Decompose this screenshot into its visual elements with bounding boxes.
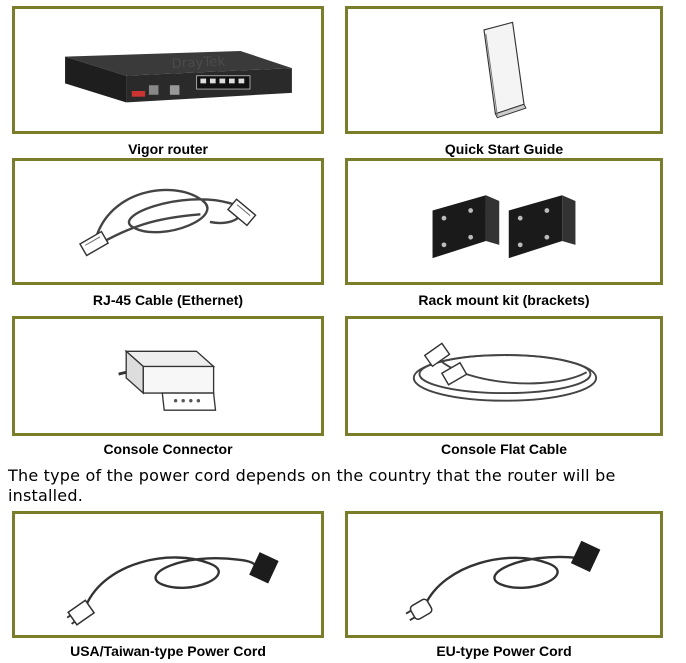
item-label: EU-type Power Cord <box>436 643 572 659</box>
quick-start-guide-panel <box>345 6 663 134</box>
eu-power-cord-panel <box>345 511 663 638</box>
console-connector-panel <box>12 316 324 436</box>
rj45-cable-panel <box>12 158 324 285</box>
item-label: USA/Taiwan-type Power Cord <box>70 643 266 659</box>
usa-power-cord-panel <box>12 511 324 638</box>
item-label: Vigor router <box>128 141 208 157</box>
svg-text:DrayTek: DrayTek <box>171 54 226 72</box>
flat-cable-icon <box>412 342 598 402</box>
item-label: Console Flat Cable <box>440 441 568 457</box>
item-label: Console Connector <box>103 441 233 457</box>
rack-mount-kit-panel <box>345 158 663 285</box>
item-label: Quick Start Guide <box>444 141 564 157</box>
rack-bracket-icon <box>432 195 576 259</box>
item-label: Rack mount kit (brackets) <box>418 292 590 308</box>
booklet-icon <box>483 21 527 119</box>
console-connector-icon <box>118 349 217 411</box>
power-cord-note: The type of the power cord depends on th… <box>8 466 616 505</box>
us-power-cord-icon <box>66 552 279 626</box>
vigor-router-panel: DrayTek <box>12 6 324 134</box>
ethernet-cable-icon <box>78 188 257 257</box>
eu-power-cord-icon <box>405 540 601 622</box>
router-icon: DrayTek <box>65 50 292 103</box>
console-flat-cable-panel <box>345 316 663 436</box>
item-label: RJ-45 Cable (Ethernet) <box>92 292 244 308</box>
